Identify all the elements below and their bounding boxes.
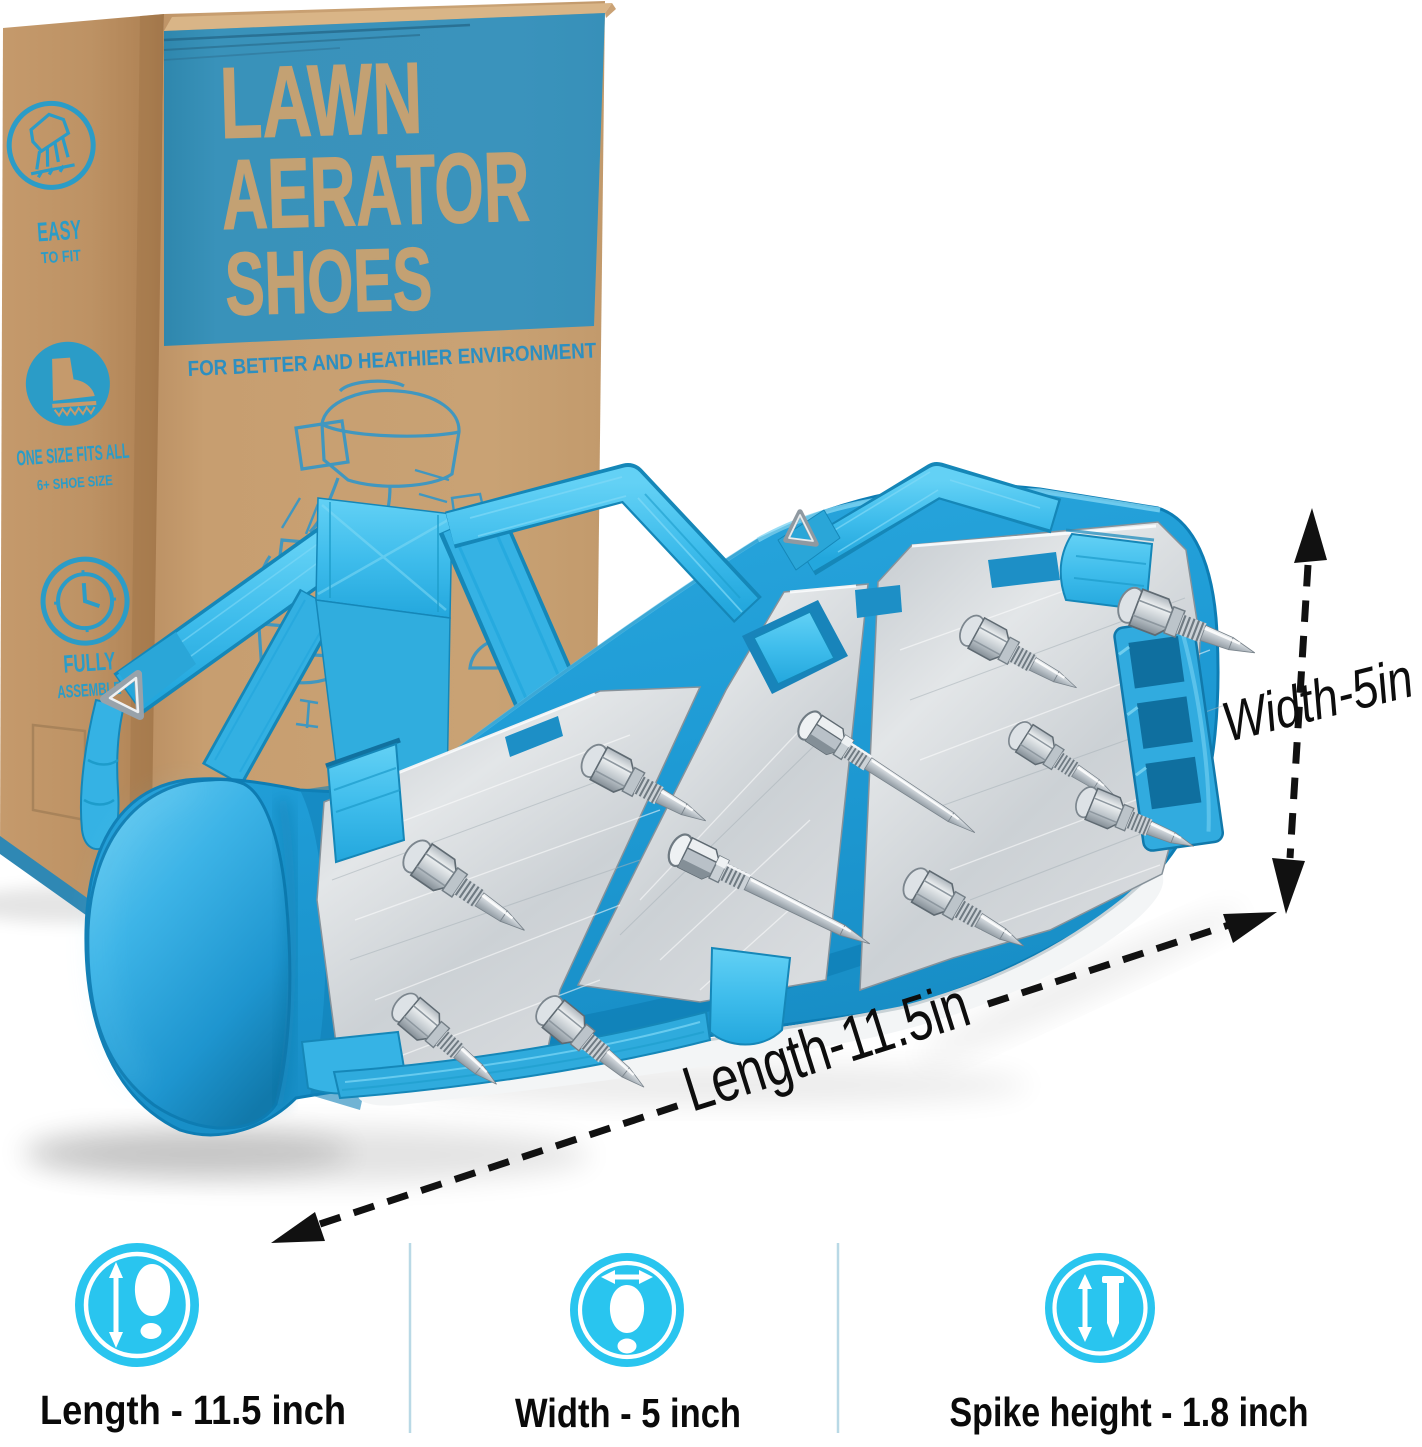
svg-text:FULLY: FULLY (62, 647, 116, 679)
svg-text:AERATOR: AERATOR (220, 130, 531, 250)
svg-text:Spike height - 1.8 inch: Spike height - 1.8 inch (950, 1389, 1309, 1435)
svg-text:LAWN: LAWN (219, 42, 424, 160)
svg-text:Length - 11.5 inch: Length - 11.5 inch (40, 1387, 346, 1433)
svg-text:EASY: EASY (36, 215, 82, 248)
svg-text:SHOES: SHOES (224, 228, 434, 334)
svg-text:TO FIT: TO FIT (40, 248, 81, 268)
svg-text:Width - 5 inch: Width - 5 inch (515, 1390, 741, 1436)
svg-text:6+ SHOE SIZE: 6+ SHOE SIZE (36, 473, 113, 494)
